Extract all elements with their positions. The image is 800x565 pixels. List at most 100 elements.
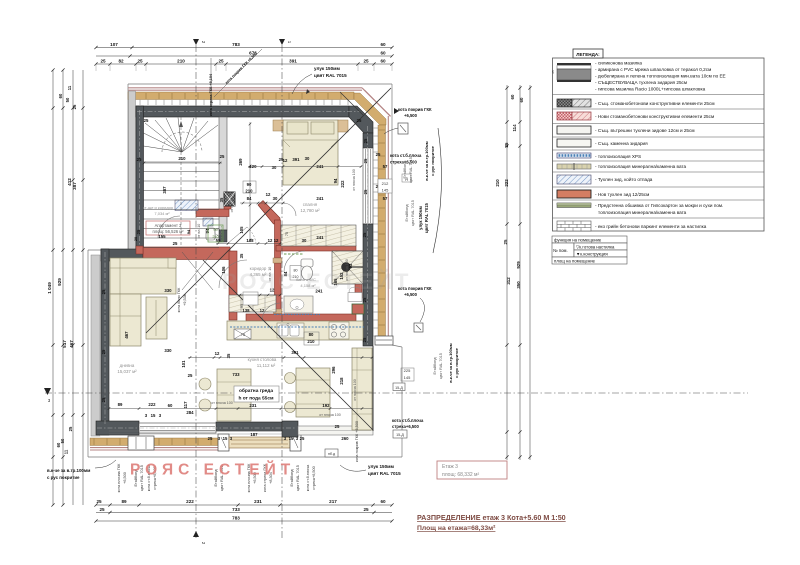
svg-text:25: 25: [96, 499, 102, 504]
svg-text:218: 218: [339, 377, 344, 385]
svg-text:цвят RAL 7015: цвят RAL 7015: [314, 73, 347, 78]
svg-text:цвят RAL 7015: цвят RAL 7015: [411, 200, 415, 226]
svg-text:155: 155: [158, 234, 166, 239]
svg-text:25: 25: [100, 59, 106, 64]
svg-text:55: 55: [216, 238, 221, 243]
svg-text:105: 105: [239, 226, 244, 234]
svg-text:25: 25: [363, 189, 368, 194]
svg-text:11: 11: [67, 85, 72, 90]
svg-text:цвят RAL 7015: цвят RAL 7015: [424, 202, 429, 232]
svg-text:60: 60: [56, 442, 61, 447]
svg-text:25: 25: [173, 241, 178, 246]
svg-text:30: 30: [272, 165, 277, 170]
svg-text:20: 20: [134, 237, 138, 241]
svg-text:25: 25: [279, 157, 284, 162]
svg-text:ЛЕГЕНДА:: ЛЕГЕНДА:: [576, 52, 600, 57]
svg-text:350: 350: [516, 281, 521, 289]
svg-text:94: 94: [333, 178, 338, 183]
svg-text:баня с WC: баня с WC: [296, 277, 316, 282]
svg-text:25: 25: [101, 397, 106, 402]
svg-text:улук 150мм: улук 150мм: [418, 206, 423, 230]
svg-text:210: 210: [293, 275, 299, 279]
svg-text:улук 150мм: улук 150мм: [314, 66, 341, 71]
svg-text:3: 3: [48, 398, 51, 403]
svg-text:187: 187: [250, 432, 258, 437]
svg-text:1 049: 1 049: [47, 282, 52, 294]
svg-text:269: 269: [238, 158, 243, 166]
svg-text:РАЗПРЕДЕЛЕНИЕ етаж 3 Кота+5.60: РАЗПРЕДЕЛЕНИЕ етаж 3 Кота+5.60 М 1:50: [417, 513, 566, 522]
svg-text:Етайбонд: Етайбонд: [403, 161, 407, 179]
svg-text:89: 89: [118, 402, 123, 407]
svg-text:12: 12: [260, 308, 265, 313]
svg-text:- топлоизолация XPS: - топлоизолация XPS: [595, 154, 641, 159]
svg-text:- Същ. вътрешни тухлени зидове: - Същ. вътрешни тухлени зидове 12см и 25…: [595, 128, 695, 133]
svg-text:- Нови стоманобетонови констру: - Нови стоманобетонови конструктивни еле…: [595, 114, 714, 119]
svg-text:цвят RAL 7015: цвят RAL 7015: [140, 465, 144, 491]
svg-text:60: 60: [58, 93, 63, 98]
svg-text:12: 12: [283, 158, 288, 163]
svg-text:25: 25: [136, 229, 141, 234]
svg-text:15: 15: [223, 436, 228, 441]
svg-text:4,158 м²: 4,158 м²: [300, 283, 316, 288]
svg-text:15: 15: [151, 413, 156, 418]
svg-text:165: 165: [333, 278, 338, 286]
svg-text:- Същ. каменна зидария: - Същ. каменна зидария: [595, 141, 648, 146]
svg-text:ст-ще и коридор: ст-ще и коридор: [143, 205, 174, 210]
svg-text:60: 60: [168, 403, 173, 408]
svg-text:кота покрив ГКК: кота покрив ГКК: [398, 107, 432, 112]
svg-text:Етайбонд: Етайбонд: [405, 204, 409, 222]
svg-text:обратна греда: обратна греда: [239, 387, 273, 394]
svg-text:12: 12: [268, 238, 273, 243]
svg-text:75: 75: [285, 232, 289, 236]
svg-text:11: 11: [64, 449, 69, 454]
svg-text:783: 783: [232, 42, 240, 47]
svg-text:25: 25: [335, 424, 340, 429]
svg-text:кота бяло ГКК: кота бяло ГКК: [177, 287, 181, 312]
svg-text:h от пода 55см: h от пода 55см: [238, 396, 274, 402]
svg-text:15-Д: 15-Д: [395, 386, 403, 390]
svg-text:кота плочна ГКК: кота плочна ГКК: [247, 463, 251, 492]
svg-text:60: 60: [380, 42, 386, 47]
svg-text:+6,500: +6,500: [404, 292, 418, 297]
svg-text:25: 25: [72, 104, 77, 109]
svg-text:1: 1: [287, 41, 292, 44]
svg-text:РОЯС ЕСТЕЙТ: РОЯС ЕСТЕЙТ: [130, 461, 295, 479]
svg-text:▽к.готова настилка: ▽к.готова настилка: [576, 245, 615, 250]
svg-text:30: 30: [302, 238, 307, 243]
svg-text:35: 35: [219, 197, 224, 202]
svg-text:3: 3: [218, 436, 221, 441]
svg-text:222: 222: [148, 402, 156, 407]
svg-text:цвят RAL 7015: цвят RAL 7015: [439, 353, 443, 379]
svg-text:от плоча 100: от плоча 100: [352, 169, 356, 190]
svg-text:функция на помещение: функция на помещение: [554, 238, 602, 243]
svg-text:цвят RAL 7015: цвят RAL 7015: [409, 157, 413, 183]
svg-text:241: 241: [316, 235, 324, 240]
svg-text:25: 25: [99, 507, 105, 512]
svg-text:15,037 м²: 15,037 м²: [117, 369, 137, 374]
svg-text:145: 145: [382, 188, 389, 193]
svg-text:12,780 м²: 12,780 м²: [300, 208, 320, 213]
svg-text:топлоизолация минерална/каменн: топлоизолация минерална/каменна вата: [598, 210, 687, 215]
svg-text:25: 25: [220, 154, 225, 159]
svg-text:Етайбонд: Етайбонд: [134, 469, 138, 487]
svg-text:кухня столова: кухня столова: [248, 357, 277, 362]
svg-text:517: 517: [62, 340, 67, 348]
svg-text:391: 391: [289, 59, 297, 64]
svg-text:90: 90: [213, 228, 217, 232]
svg-text:117: 117: [183, 401, 188, 409]
svg-text:94: 94: [186, 229, 191, 234]
svg-text:330: 330: [164, 348, 172, 353]
svg-text:676: 676: [249, 51, 257, 56]
svg-text:площ на помещение: площ на помещение: [554, 259, 596, 264]
svg-text:387: 387: [162, 186, 167, 194]
svg-text:Етаж 3: Етаж 3: [442, 464, 458, 470]
svg-text:3: 3: [296, 436, 299, 441]
svg-text:спалня: спалня: [303, 202, 318, 207]
svg-text:25: 25: [300, 436, 305, 441]
svg-text:от плоча 100: от плоча 100: [319, 413, 340, 417]
svg-text:кота покрив ГКК +6,500: кота покрив ГКК +6,500: [355, 421, 359, 462]
svg-text:- СЪЩЕСТВУВАЩА тухлена зидария: - СЪЩЕСТВУВАЩА тухлена зидария 25см: [595, 80, 687, 85]
svg-text:90: 90: [247, 182, 252, 187]
svg-text:60: 60: [519, 97, 524, 102]
svg-text:цвят RAL 7015: цвят RAL 7015: [220, 465, 224, 491]
